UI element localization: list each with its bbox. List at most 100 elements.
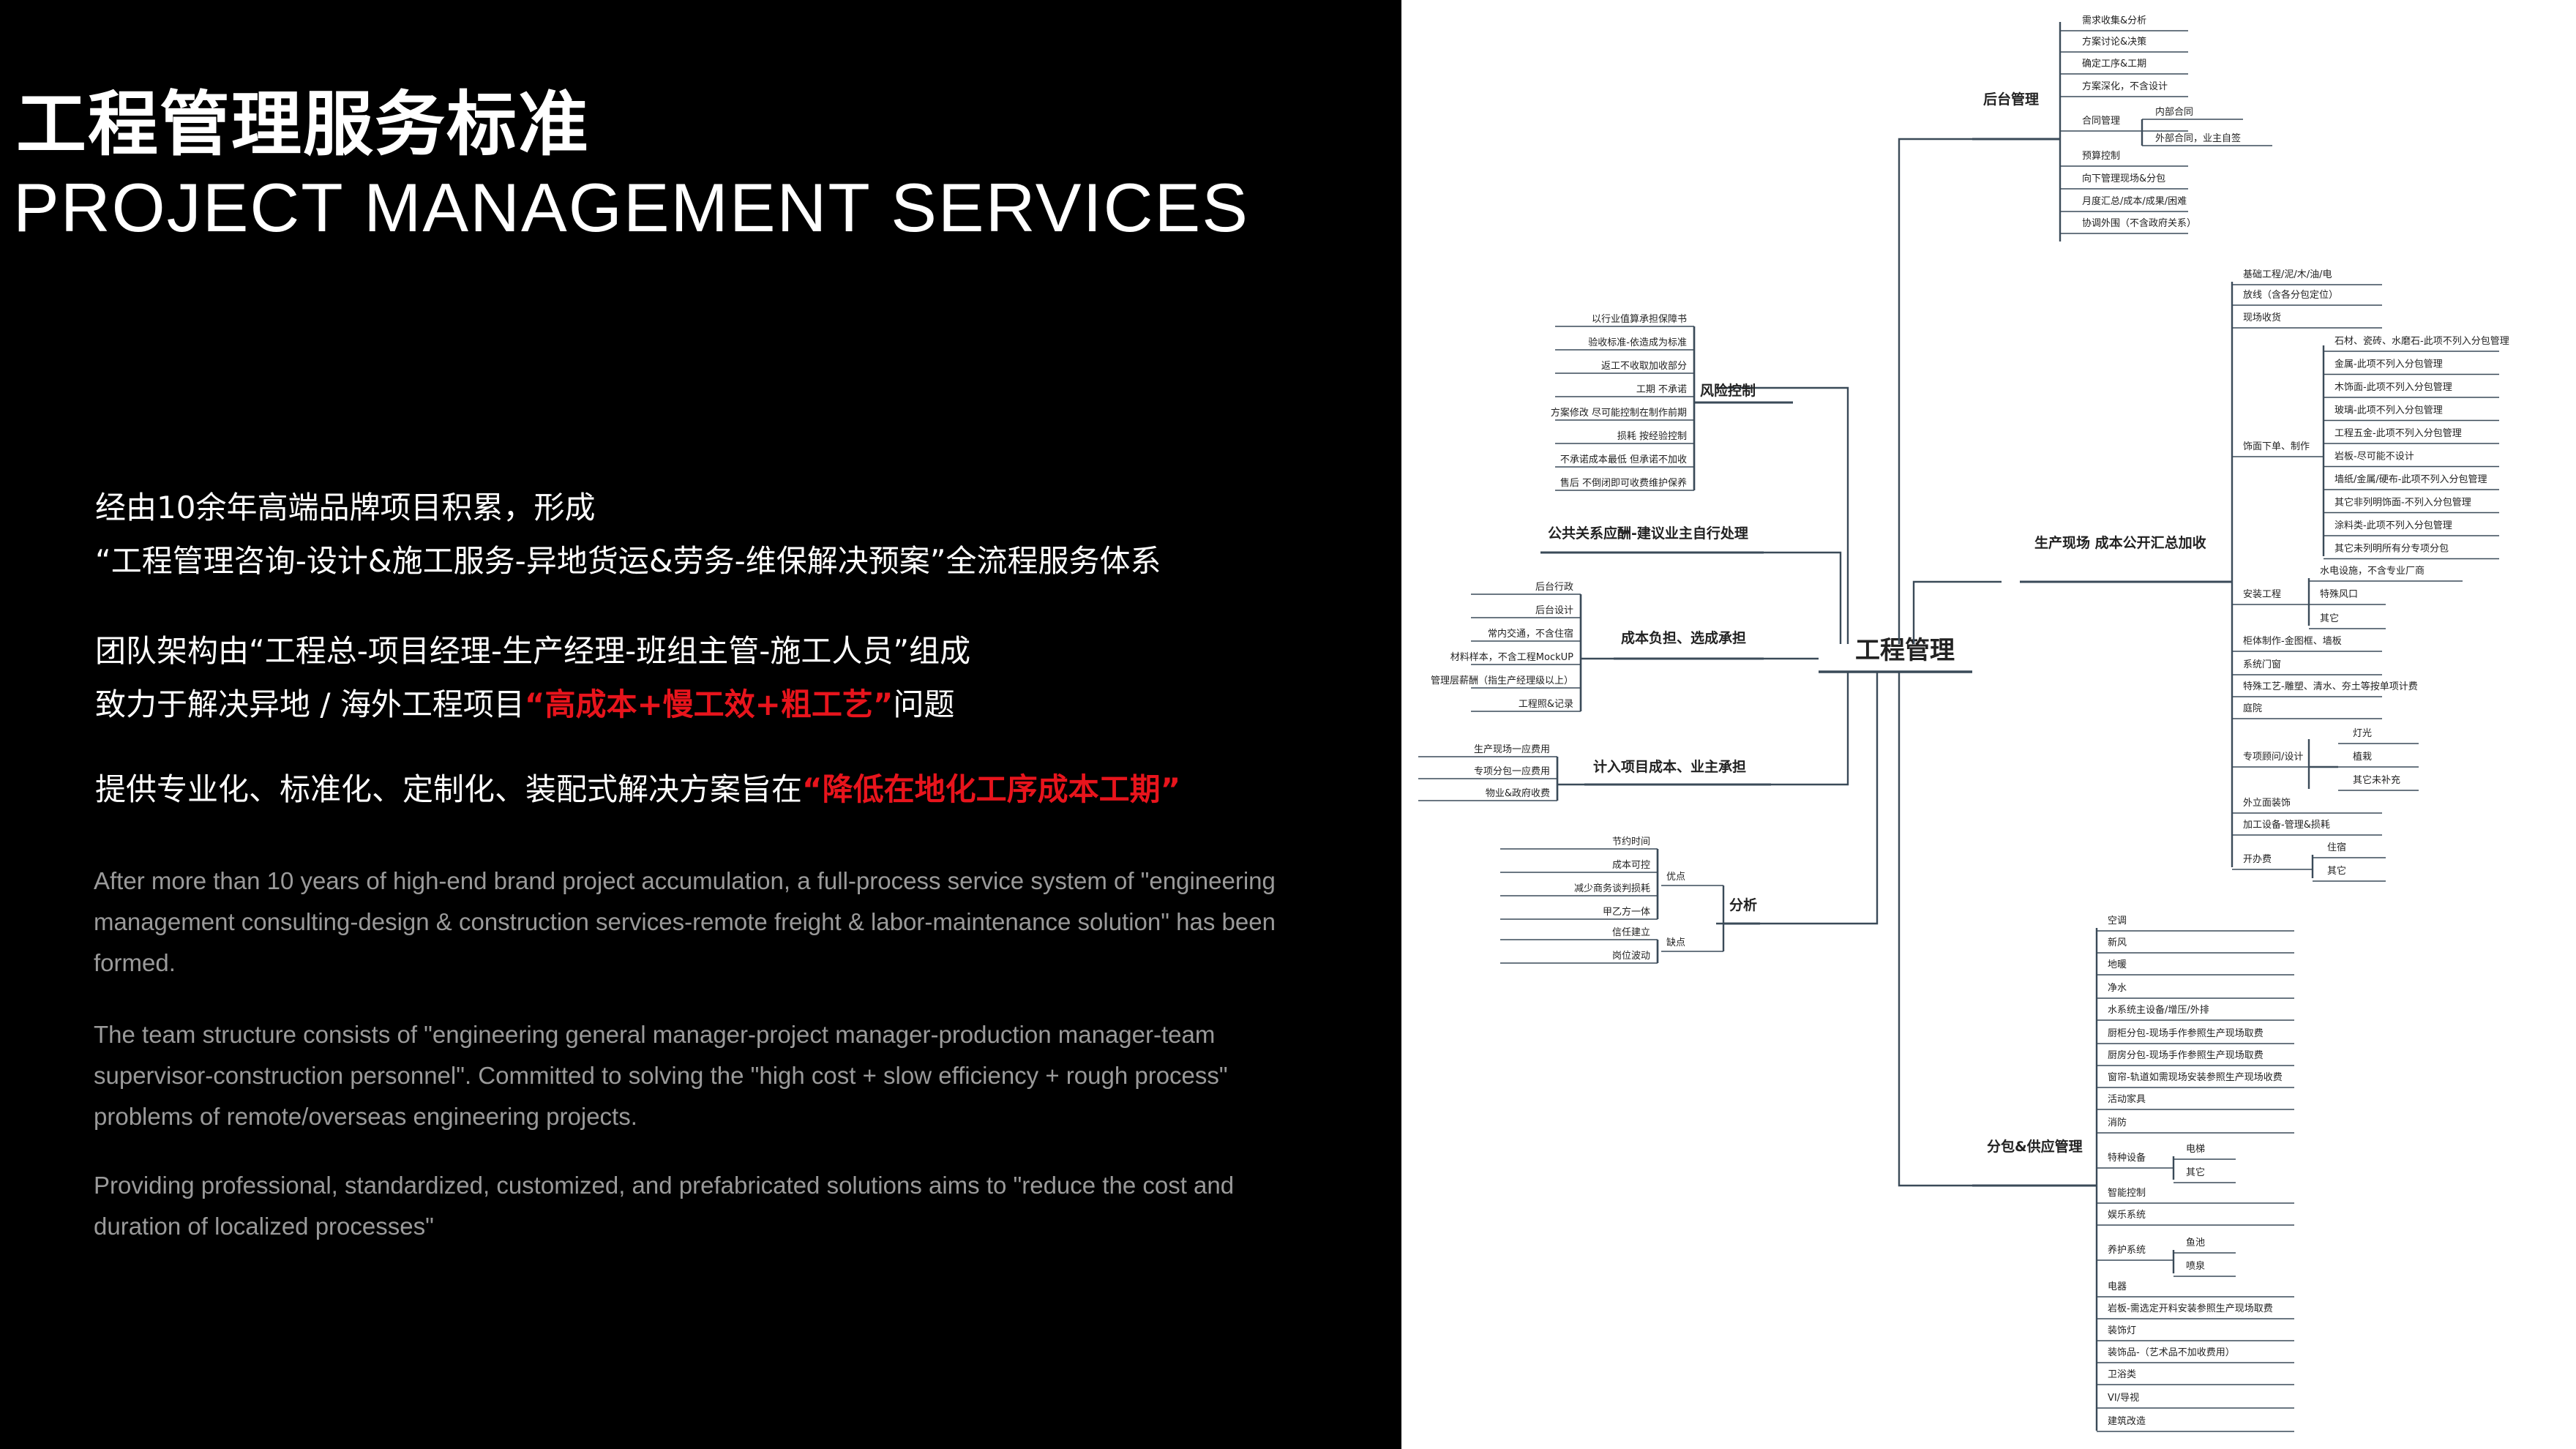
subcontract-item: 特种设备 bbox=[2108, 1152, 2146, 1164]
goal-line-pre: 致力于解决异地 / 海外工程项目 bbox=[95, 686, 525, 722]
subcontract-item: 新风 bbox=[2108, 937, 2127, 948]
backend-item: 协调外围（不含政府关系） bbox=[2082, 217, 2196, 229]
trunk-analysis bbox=[1716, 672, 1879, 925]
branch-backend-label: 后台管理 bbox=[1983, 91, 2039, 108]
cost-item: 管理层薪酬（指生产经理级以上） bbox=[1431, 675, 1573, 686]
branch-risk-label: 风险控制 bbox=[1700, 382, 1756, 399]
branch-cost-label: 成本负担、选成承担 bbox=[1621, 629, 1746, 646]
backend-item: 预算控制 bbox=[2082, 151, 2120, 162]
production-item: 特殊工艺-雕塑、清水、夯土等按单项计费 bbox=[2243, 681, 2418, 692]
finish-sub-item: 其它非列明饰面-不列入分包管理 bbox=[2334, 497, 2471, 509]
care-sub-item: 鱼池 bbox=[2186, 1237, 2205, 1248]
risk-item: 返工不收取加收部分 bbox=[1601, 361, 1687, 372]
branch-project-label: 计入项目成本、业主承担 bbox=[1593, 758, 1746, 775]
project-item: 专项分包一应费用 bbox=[1474, 765, 1550, 777]
subcontract-item: 窗帘-轨道如需现场安装参照生产现场收费 bbox=[2108, 1071, 2283, 1083]
pros-item: 甲乙方一体 bbox=[1603, 906, 1650, 918]
branch-production-label: 生产现场 成本公开汇总加收 bbox=[2034, 534, 2206, 551]
production-item: 专项顾问/设计 bbox=[2243, 752, 2303, 763]
pros-item: 减少商务谈判损耗 bbox=[1574, 883, 1650, 894]
install-sub-item: 水电设施，不含专业厂商 bbox=[2320, 565, 2425, 577]
subcontract-item: 岩板-需选定开料安装参照生产现场取费 bbox=[2108, 1303, 2273, 1314]
subcontract-item: 消防 bbox=[2108, 1117, 2127, 1128]
subcontract-item: 厨柜分包-现场手作参照生产现场取费 bbox=[2108, 1027, 2264, 1039]
finish-sub-item: 金属-此项不列入分包管理 bbox=[2334, 359, 2443, 370]
cons-item: 信任建立 bbox=[1612, 927, 1650, 938]
branch-subcontract-label: 分包&供应管理 bbox=[1987, 1138, 2083, 1155]
cost-item: 后台行政 bbox=[1535, 582, 1573, 593]
risk-item: 售后 不倒闭即可收费维护保养 bbox=[1560, 477, 1687, 489]
trunk-production bbox=[1912, 580, 2002, 644]
backend-item: 合同管理 bbox=[2082, 116, 2120, 127]
consult-sub-item: 植栽 bbox=[2353, 751, 2372, 763]
cost-item: 后台设计 bbox=[1535, 605, 1573, 616]
startup-sub-item: 其它 bbox=[2327, 865, 2346, 877]
care-sub-item: 喷泉 bbox=[2186, 1260, 2205, 1272]
trunk-risk bbox=[1716, 386, 1849, 644]
intro-line-2: “工程管理咨询-设计&施工服务-异地货运&劳务-维保解决预案”全流程服务体系 bbox=[95, 543, 1161, 579]
project-item: 生产现场一应费用 bbox=[1474, 744, 1550, 755]
subcontract-item: 装饰品-（艺术品不加收费用） bbox=[2108, 1347, 2235, 1358]
solution-highlight: “降低在地化工序成本工期” bbox=[802, 771, 1181, 807]
en-paragraph-2: The team structure consists of "engineer… bbox=[94, 1021, 1228, 1130]
mindmap-center-node: 工程管理 bbox=[1855, 636, 1955, 665]
pros-item: 节约时间 bbox=[1612, 836, 1650, 847]
cost-item: 工程照&记录 bbox=[1519, 699, 1573, 710]
finish-sub-item: 涂料类-此项不列入分包管理 bbox=[2334, 520, 2452, 531]
backend-item: 方案讨论&决策 bbox=[2082, 36, 2146, 48]
page-subtitle: PROJECT MANAGEMENT SERVICES bbox=[13, 169, 1249, 246]
risk-item: 损耗 按经验控制 bbox=[1617, 430, 1687, 442]
backend-item: 方案深化，不含设计 bbox=[2082, 80, 2168, 92]
production-item: 系统门窗 bbox=[2243, 659, 2281, 670]
branch-analysis-label: 分析 bbox=[1729, 896, 1757, 913]
subcontract-item: 装饰灯 bbox=[2108, 1325, 2136, 1336]
production-item: 基础工程/泥/木/油/电 bbox=[2243, 269, 2332, 280]
en-paragraph-3: Providing professional, standardized, cu… bbox=[94, 1172, 1235, 1240]
subcontract-item: 厨房分包-现场手作参照生产现场取费 bbox=[2108, 1049, 2264, 1061]
subcontract-item: 净水 bbox=[2108, 983, 2127, 994]
analysis-cons-label: 缺点 bbox=[1666, 937, 1685, 948]
production-item: 饰面下单、制作 bbox=[2243, 441, 2310, 452]
subcontract-item: 娱乐系统 bbox=[2108, 1210, 2146, 1221]
cost-item: 常内交通，不含住宿 bbox=[1488, 628, 1573, 640]
trunk-backend bbox=[1898, 138, 2002, 644]
subcontract-item: 养护系统 bbox=[2108, 1244, 2146, 1256]
production-item: 安装工程 bbox=[2243, 589, 2281, 600]
trunk-subcontract bbox=[1898, 672, 2002, 1187]
pros-item: 成本可控 bbox=[1612, 860, 1650, 871]
subcontract-item: 空调 bbox=[2108, 916, 2127, 926]
backend-item: 确定工序&工期 bbox=[2082, 59, 2146, 70]
risk-item: 不承诺成本最低 但承诺不加收 bbox=[1560, 454, 1687, 465]
contract-sub-item: 外部合同，业主自签 bbox=[2155, 132, 2241, 144]
solution-line-pre: 提供专业化、标准化、定制化、装配式解决方案旨在 bbox=[95, 771, 803, 807]
subcontract-item: 电器 bbox=[2108, 1281, 2127, 1292]
finish-sub-item: 石材、瓷砖、水磨石-此项不列入分包管理 bbox=[2334, 336, 2509, 347]
goal-line-post: 问题 bbox=[893, 686, 955, 722]
production-item: 加工设备-管理&损耗 bbox=[2243, 819, 2330, 831]
consult-sub-item: 其它未补充 bbox=[2353, 774, 2400, 786]
finish-sub-item: 木饰面-此项不列入分包管理 bbox=[2334, 382, 2452, 393]
subcontract-item: 地暖 bbox=[2108, 959, 2127, 970]
subcontract-item: 卫浴类 bbox=[2108, 1369, 2136, 1380]
analysis-pros-label: 优点 bbox=[1666, 872, 1685, 883]
finish-sub-item: 墙纸/金属/硬布-此项不列入分包管理 bbox=[2334, 473, 2487, 485]
production-item: 开办费 bbox=[2243, 854, 2272, 865]
production-item: 放线（含各分包定位） bbox=[2243, 289, 2338, 301]
production-item: 外立面装饰 bbox=[2243, 798, 2291, 809]
backend-item: 需求收集&分析 bbox=[2082, 15, 2146, 26]
finish-sub-item: 玻璃-此项不列入分包管理 bbox=[2334, 405, 2443, 416]
production-item: 柜体制作-金图框、墙板 bbox=[2243, 635, 2342, 647]
subcontract-item: 活动家具 bbox=[2108, 1093, 2146, 1105]
risk-item: 方案修改 尽可能控制在制作前期 bbox=[1551, 407, 1687, 419]
en-paragraph-1: After more than 10 years of high-end bra… bbox=[94, 867, 1276, 976]
branch-pr-label: 公共关系应酬-建议业主自行处理 bbox=[1548, 525, 1748, 542]
solution-line: 提供专业化、标准化、定制化、装配式解决方案旨在“降低在地化工序成本工期” bbox=[95, 765, 1180, 809]
production-item: 现场收货 bbox=[2243, 312, 2281, 323]
mindmap-panel: 工程管理 后台管理 需求收集&分析方案讨论&决策确定工序&工期方案深化，不含设计合同… bbox=[1401, 0, 2576, 1449]
production-item: 庭院 bbox=[2243, 703, 2262, 714]
finish-sub-item: 工程五金-此项不列入分包管理 bbox=[2334, 427, 2462, 439]
special-sub-item: 电梯 bbox=[2186, 1144, 2205, 1155]
team-line: 团队架构由“工程总-项目经理-生产经理-班组主管-施工人员”组成 bbox=[95, 633, 971, 669]
risk-item: 工期 不承诺 bbox=[1636, 384, 1687, 395]
backend-item: 向下管理现场&分包 bbox=[2082, 173, 2165, 184]
